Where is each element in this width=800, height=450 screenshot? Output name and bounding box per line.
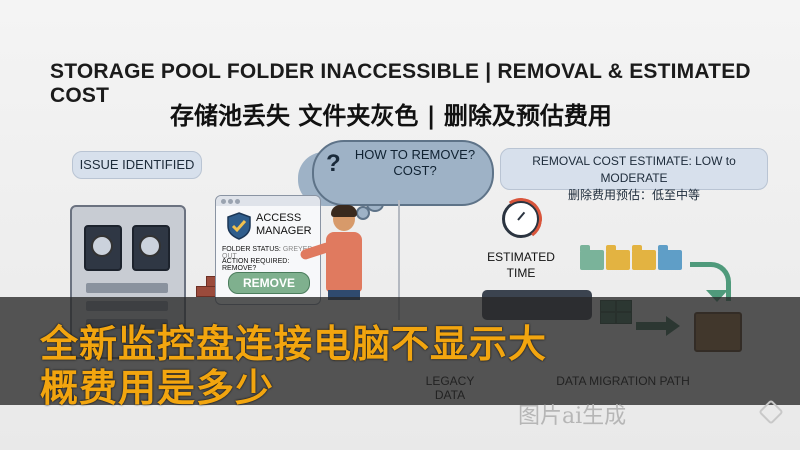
server-slot (86, 283, 168, 293)
caption-overlay-text: 全新监控盘连接电脑不显示大 概费用是多少 (40, 322, 680, 410)
person-figure (326, 232, 362, 292)
legacy-data-label: LEGACY DATA (425, 374, 475, 402)
section-divider (398, 200, 400, 320)
cost-estimate-en: REMOVAL COST ESTIMATE: LOW to MODERATE (532, 154, 736, 185)
shield-check-icon (227, 212, 251, 240)
thought-text: HOW TO REMOVE? COST? (350, 147, 480, 179)
person-legs (328, 290, 360, 300)
folder-icon (580, 245, 604, 270)
caption-line-1: 全新监控盘连接电脑不显示大 (40, 322, 548, 366)
caption-overlay-band (0, 297, 800, 405)
cost-estimate-badge: REMOVAL COST ESTIMATE: LOW to MODERATE 删… (500, 148, 768, 202)
thought-cloud (312, 140, 494, 206)
folder-icon (632, 245, 656, 270)
person-hair (331, 205, 357, 217)
curved-arrow-icon (690, 262, 731, 301)
title-chinese: 存储池丢失 文件夹灰色 | 删除及预估费用 (170, 102, 612, 130)
estimated-time-label: ESTIMATED TIME (487, 250, 555, 280)
thought-bubble-small (356, 206, 370, 220)
issue-identified-badge: ISSUE IDENTIFIED (72, 151, 202, 179)
stopwatch-icon (502, 200, 540, 238)
watermark-text: 图片ai生成 (518, 404, 627, 429)
folder-status-line: FOLDER STATUS: GREYED OUT (222, 246, 313, 260)
folder-icon (658, 245, 682, 270)
thought-line-1: HOW TO REMOVE? (354, 147, 476, 162)
action-required-line: ACTION REQUIRED: REMOVE? (222, 258, 290, 272)
access-manager-window: ACCESS MANAGER FOLDER STATUS: GREYED OUT… (215, 195, 321, 305)
thought-line-2: COST? (393, 163, 437, 178)
drive-bay-icon (84, 225, 122, 271)
window-titlebar (216, 196, 320, 206)
access-manager-title: ACCESS MANAGER (256, 212, 312, 237)
question-mark-icon: ? (326, 150, 341, 177)
title-english: STORAGE POOL FOLDER INACCESSIBLE | REMOV… (50, 60, 751, 107)
data-migration-label: DATA MIGRATION PATH (556, 374, 690, 388)
drive-bay-icon (132, 225, 170, 271)
cost-estimate-zh: 删除费用预估：低至中等 (567, 188, 700, 202)
caption-line-2: 概费用是多少 (40, 366, 275, 410)
brick-wall-icon (196, 286, 216, 297)
remove-button[interactable]: REMOVE (228, 272, 310, 294)
folder-icon (606, 245, 630, 270)
